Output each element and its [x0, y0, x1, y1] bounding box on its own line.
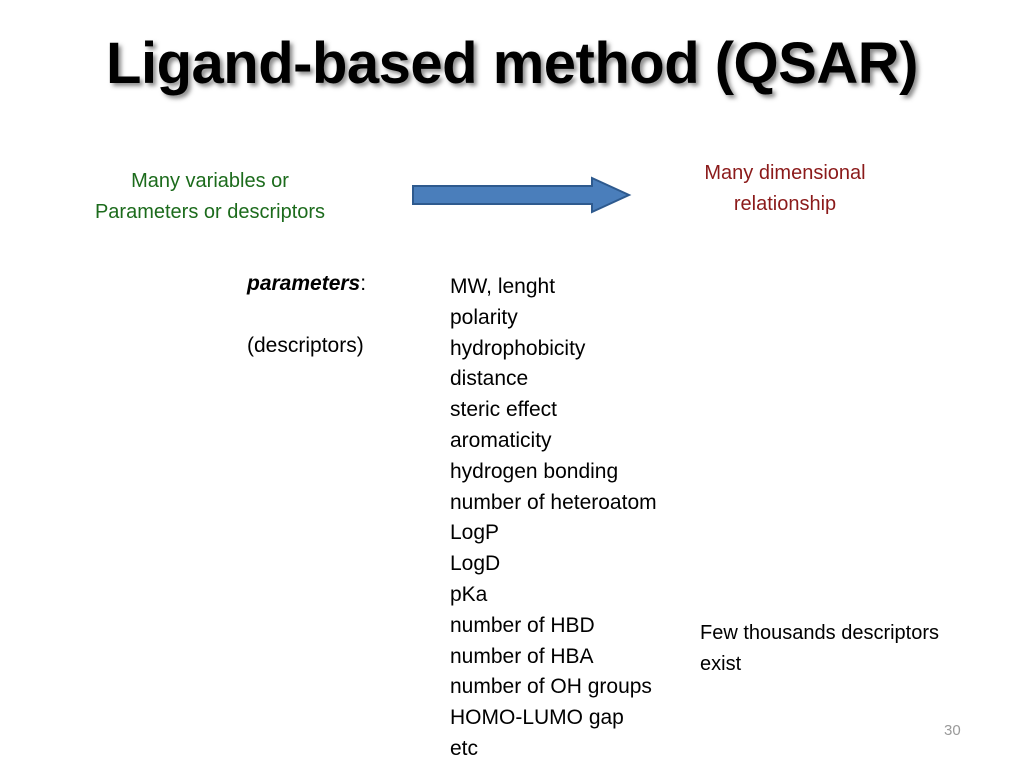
left-caption-line-2: Parameters or descriptors [94, 201, 326, 223]
list-item: MW, lenght [450, 275, 556, 298]
list-item: number of heteroatom [450, 490, 657, 514]
left-caption: Many variables or Parameters or descript… [60, 166, 360, 228]
list-item: steric effect [450, 398, 557, 422]
list-item: LogD [450, 552, 501, 576]
right-caption-line-2: relationship [733, 193, 837, 215]
list-item: number of OH groups [450, 675, 652, 699]
note-line-2: exist [700, 653, 742, 675]
list-item: hydrophobicity [450, 336, 586, 360]
right-caption: Many dimensional relationship [660, 158, 910, 220]
descriptor-list: MW, lenght polarity hydrophobicity distance… [450, 272, 657, 765]
note-line-1: Few thousands descriptors [700, 622, 940, 644]
list-item: LogP [450, 521, 500, 545]
right-caption-line-1: Many dimensional [704, 162, 866, 184]
parameters-label-colon: : [360, 272, 367, 295]
right-block-arrow-icon [410, 174, 632, 216]
parameters-label-emphasis: parameters [247, 272, 361, 295]
descriptors-label: (descriptors) [247, 334, 364, 357]
parameters-label: parameters: [247, 272, 366, 296]
slide-number: 30 [944, 722, 961, 739]
list-item: pKa [450, 582, 488, 606]
list-item: HOMO-LUMO gap [450, 706, 624, 730]
list-item: distance [450, 367, 529, 391]
list-item: number of HBD [450, 613, 595, 637]
list-item: aromaticity [450, 428, 552, 452]
list-item: polarity [450, 305, 518, 329]
left-caption-line-1: Many variables or [131, 170, 289, 192]
page-title: Ligand-based method (QSAR) [106, 31, 918, 96]
list-item: number of HBA [450, 644, 594, 668]
list-item: etc [450, 736, 479, 760]
list-item: hydrogen bonding [450, 459, 619, 483]
note-text: Few thousands descriptors exist [700, 618, 1000, 680]
